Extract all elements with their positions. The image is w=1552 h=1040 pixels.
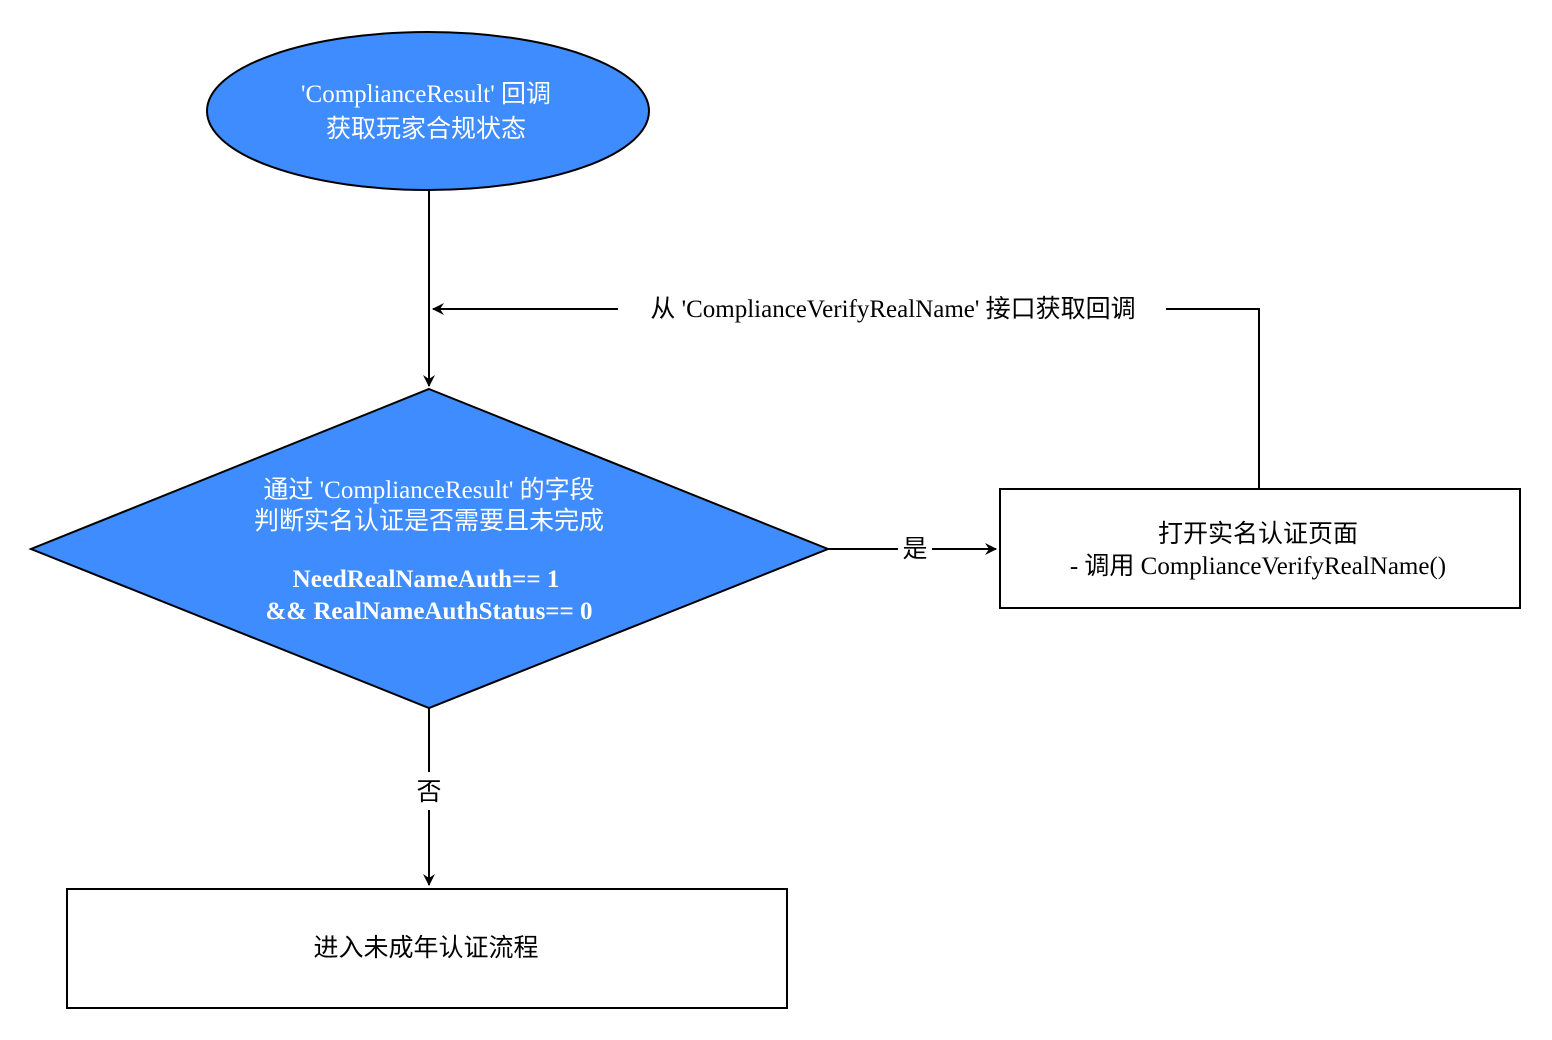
decision-diamond xyxy=(28,387,831,710)
yes-edge-label: 是 xyxy=(902,536,927,563)
start-line-2: 获取玩家合规状态 xyxy=(326,115,526,143)
yes-box-line-2: - 调用 ComplianceVerifyRealName() xyxy=(1070,553,1446,580)
yes-label-bg xyxy=(898,534,932,566)
decision-condition-1: NeedRealNameAuth== 1 xyxy=(293,566,560,593)
start-ellipse xyxy=(206,31,650,191)
callback-edge-label: 从 'ComplianceVerifyRealName' 接口获取回调 xyxy=(650,295,1135,323)
no-process-box xyxy=(66,888,788,1009)
decision-line-1: 通过 'ComplianceResult' 的字段 xyxy=(263,476,594,504)
no-edge-label: 否 xyxy=(416,779,441,806)
yes-process-box xyxy=(999,488,1521,609)
start-line-1: 'ComplianceResult' 回调 xyxy=(301,81,551,108)
no-box-line-1: 进入未成年认证流程 xyxy=(313,934,538,962)
callback-label-bg xyxy=(618,292,1166,326)
yes-box-line-1: 打开实名认证页面 xyxy=(1158,520,1358,548)
no-label-bg xyxy=(412,772,446,810)
decision-line-2: 判断实名认证是否需要且未完成 xyxy=(254,507,604,535)
decision-condition-2: && RealNameAuthStatus== 0 xyxy=(265,598,592,625)
